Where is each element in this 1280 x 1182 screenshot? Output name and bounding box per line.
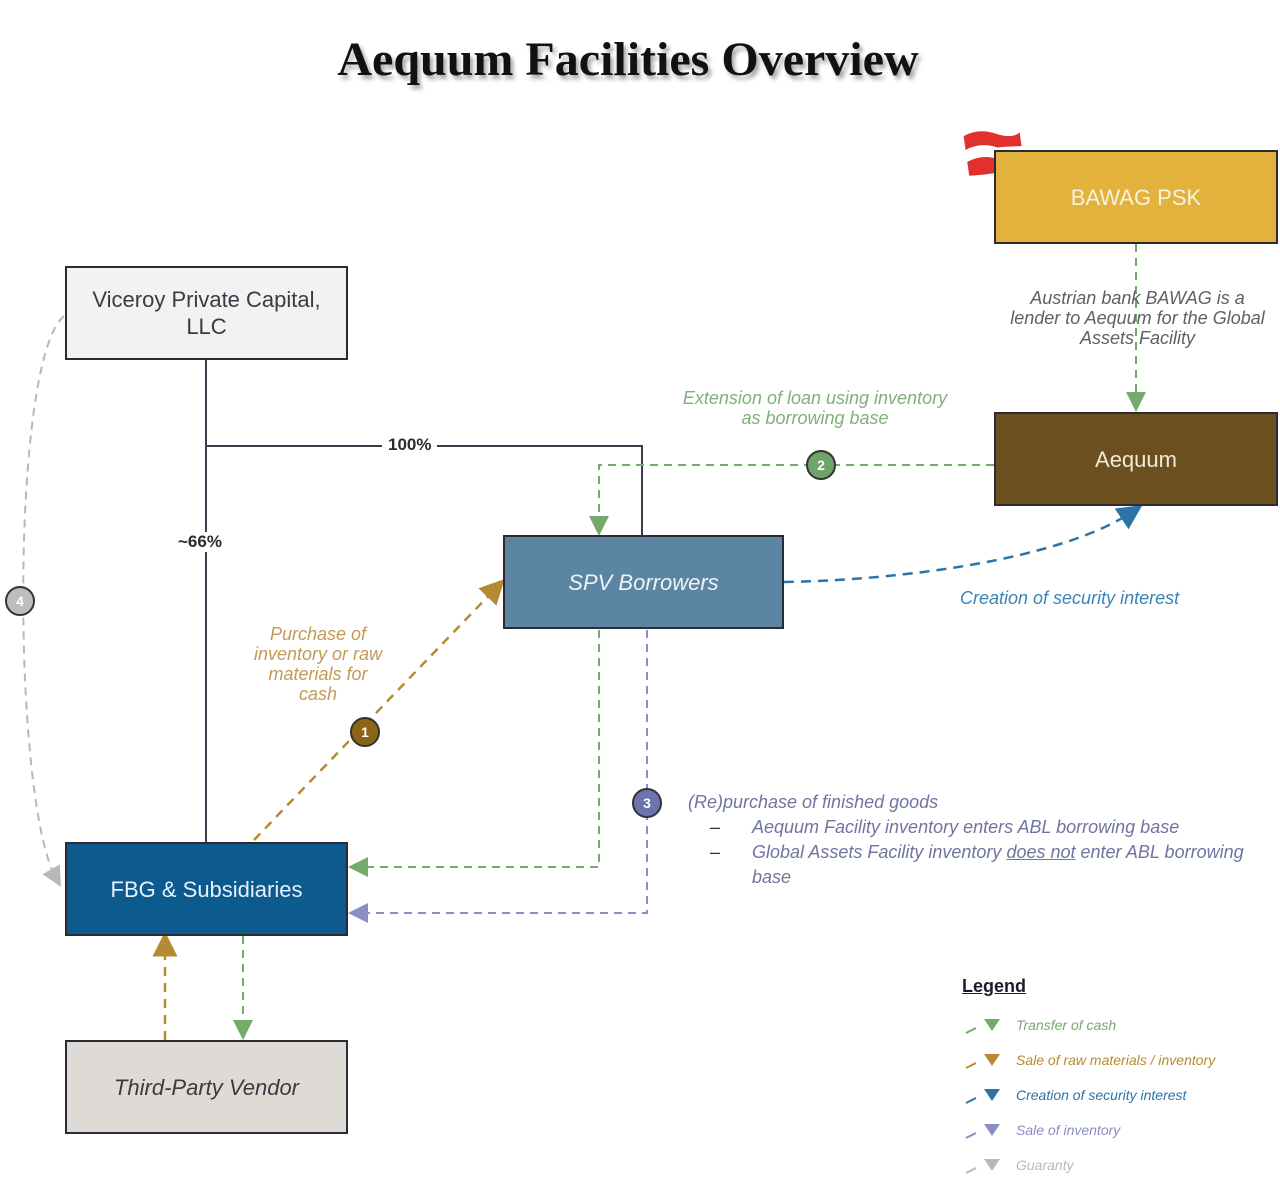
page-title: Aequum Facilities Overview [337,33,919,86]
arrow-spv-to-fbg-cash [348,630,600,877]
ownership-66-label: ~66% [172,532,228,552]
legend-title: Legend [962,976,1027,996]
legend: Legend Transfer of cash Sale of raw mate… [962,976,1272,1182]
entity-viceroy-label: Viceroy Private Capital, LLC [92,287,321,339]
ownership-line-viceroy-spv [206,445,643,536]
legend-security-arrow-icon [962,1083,1016,1107]
entity-fbg-label: FBG & Subsidiaries [110,876,303,902]
arrow-aequum-to-spv [589,464,994,536]
arrow-spv-to-fbg-inventory [348,630,648,923]
loan-extension-note: Extension of loan using inventory as bor… [682,388,948,428]
repurchase-bullet-2: Global Assets Facility inventory does no… [688,840,1248,890]
legend-raw-arrow-icon [962,1048,1016,1072]
entity-fbg: FBG & Subsidiaries [65,842,348,936]
arrow-fbg-to-spv-purchase [253,578,505,841]
purchase-note: Purchase of inventory or raw materials f… [253,624,383,704]
security-interest-note: Creation of security interest [960,588,1180,608]
entity-aequum: Aequum [994,412,1278,506]
legend-item-cash: Transfer of cash [962,1007,1272,1042]
legend-item-sale-of-inventory: Sale of inventory [962,1112,1272,1147]
entity-bawag: BAWAG PSK [994,150,1278,244]
entity-bawag-label: BAWAG PSK [1070,184,1202,210]
entity-spv-label: SPV Borrowers [568,569,719,595]
legend-guaranty-arrow-icon [962,1153,1016,1177]
legend-item-guaranty: Guaranty [962,1147,1272,1182]
entity-vendor-label: Third-Party Vendor [113,1074,300,1100]
entity-viceroy: Viceroy Private Capital, LLC [65,266,348,360]
emphasis-does-not: does not [1006,842,1076,862]
step-badge-3: 3 [632,788,662,818]
legend-cash-arrow-icon [962,1013,1016,1037]
arrow-spv-to-aequum-security [783,505,1143,584]
entity-third-party-vendor: Third-Party Vendor [65,1040,348,1134]
arrow-viceroy-to-fbg-guaranty [22,315,65,887]
step-badge-1: 1 [350,717,380,747]
legend-item-security-interest: Creation of security interest [962,1077,1272,1112]
repurchase-note: (Re)purchase of finished goods Aequum Fa… [688,790,1248,890]
step-badge-4: 4 [5,586,35,616]
step-badge-2: 2 [806,450,836,480]
legend-inventory-arrow-icon [962,1118,1016,1142]
repurchase-heading: (Re)purchase of finished goods [688,792,939,812]
repurchase-bullet-1: Aequum Facility inventory enters ABL bor… [688,815,1248,840]
ownership-100-label: 100% [382,435,438,455]
entity-aequum-label: Aequum [1095,446,1177,472]
legend-item-raw-materials: Sale of raw materials / inventory [962,1042,1272,1077]
entity-spv-borrowers: SPV Borrowers [503,535,784,629]
bawag-note: Austrian bank BAWAG is a lender to Aequu… [1010,288,1265,348]
